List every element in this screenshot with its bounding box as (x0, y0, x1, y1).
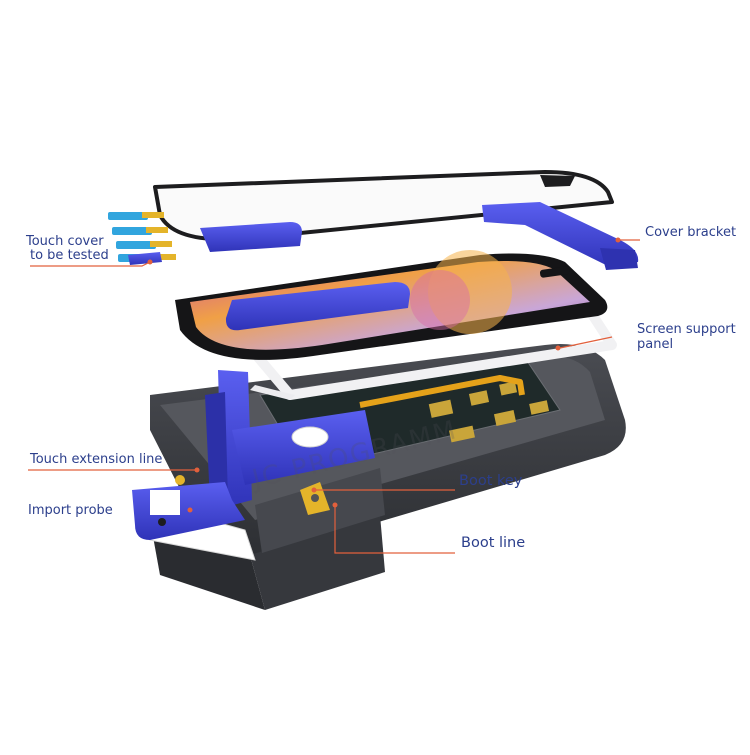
touch-cover-glass (108, 170, 614, 262)
label-boot-line: Boot line (461, 535, 526, 551)
leader-screen-support (559, 336, 613, 349)
label-to-be-tested: to be tested (30, 248, 109, 263)
label-touch-extension-line: Touch extension line (30, 452, 163, 467)
label-cover-bracket: Cover bracket (645, 225, 737, 240)
leader-dots (147, 237, 621, 513)
probe-assembly (132, 370, 375, 540)
label-panel: panel (637, 337, 674, 352)
label-boot-key: Boot key (459, 473, 523, 489)
label-screen-support: Screen support (637, 322, 736, 337)
cover-bracket (128, 202, 639, 270)
label-touch-cover: Touch cover (26, 234, 104, 249)
leader-boot-line (334, 505, 455, 554)
leader-touch-cover (30, 261, 151, 267)
screen-clamp-bracket (225, 282, 410, 331)
label-import-probe: Import probe (28, 503, 113, 518)
leader-lines (28, 239, 640, 554)
